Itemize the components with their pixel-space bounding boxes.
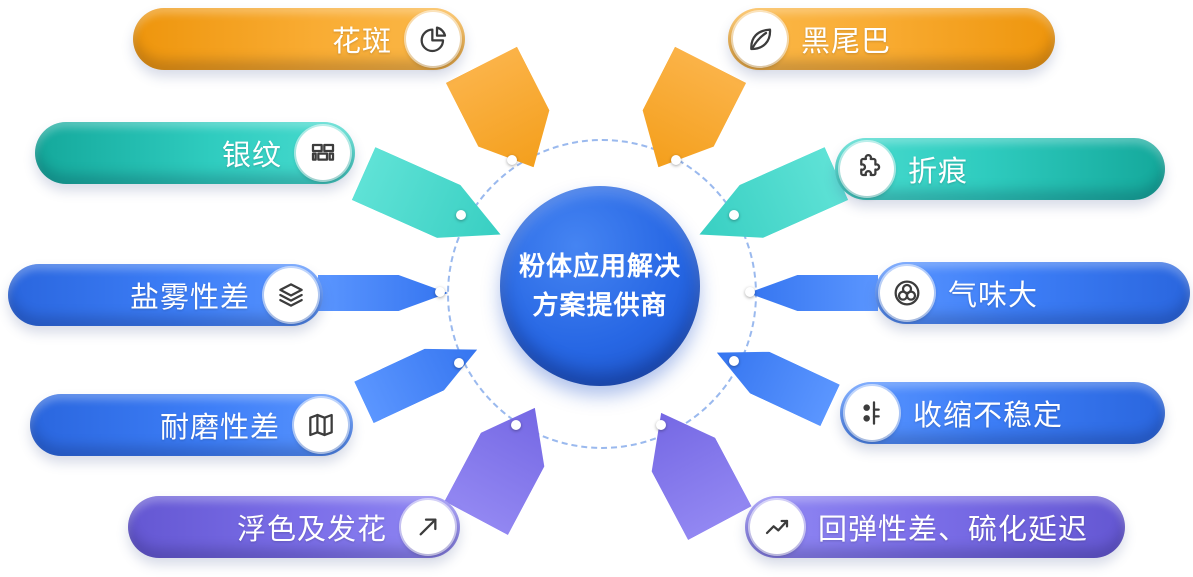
center-circle: 粉体应用解决 方案提供商	[500, 186, 700, 386]
orbit-dot	[729, 356, 739, 366]
pill-black-tail-label: 黑尾巴	[801, 26, 892, 58]
pill-color-float: 浮色及发花	[128, 496, 460, 558]
map-icon	[294, 398, 348, 452]
orbit-dot	[745, 287, 755, 297]
orbit-dot	[454, 358, 464, 368]
orbit-dot	[511, 420, 521, 430]
center-title-line1: 粉体应用解决	[518, 251, 681, 281]
pill-rebound: 回弹性差、硫化延迟	[745, 496, 1125, 558]
pill-shrinkage: 收缩不稳定	[840, 382, 1165, 444]
pill-crease: 折痕	[835, 138, 1165, 200]
arrow-from-salt-spray	[318, 275, 448, 311]
puzzle-icon	[840, 142, 894, 196]
orbit-dot	[507, 155, 517, 165]
orbit-dot	[729, 210, 739, 220]
layers-icon	[264, 268, 318, 322]
pill-salt-spray: 盐雾性差	[8, 264, 323, 326]
orbit-dot	[456, 210, 466, 220]
pill-mottle: 花斑	[133, 8, 465, 70]
pill-mottle-label: 花斑	[331, 26, 392, 58]
slider-icon	[845, 386, 899, 440]
rings-icon	[880, 266, 934, 320]
pill-color-float-label: 浮色及发花	[236, 514, 387, 546]
pill-rebound-label: 回弹性差、硫化延迟	[818, 514, 1089, 546]
bricks-icon	[296, 126, 350, 180]
pill-odor-label: 气味大	[948, 280, 1039, 312]
orbit-dot	[671, 155, 681, 165]
arrow-up-right-icon	[401, 500, 455, 554]
pill-wear: 耐磨性差	[30, 394, 353, 456]
pill-black-tail: 黑尾巴	[728, 8, 1055, 70]
pie-chart-icon	[406, 12, 460, 66]
pill-silver-streak-label: 银纹	[221, 140, 282, 172]
orbit-dot	[435, 287, 445, 297]
orbit-dot	[656, 420, 666, 430]
leaf-icon	[733, 12, 787, 66]
pill-salt-spray-label: 盐雾性差	[129, 282, 250, 314]
arrow-from-odor	[748, 275, 878, 311]
line-chart-icon	[750, 500, 804, 554]
pill-wear-label: 耐磨性差	[159, 412, 280, 444]
center-title-line2: 方案提供商	[532, 290, 668, 320]
pill-odor: 气味大	[875, 262, 1190, 324]
pill-shrinkage-label: 收缩不稳定	[913, 400, 1064, 432]
pill-silver-streak: 银纹	[35, 122, 355, 184]
pill-crease-label: 折痕	[908, 156, 969, 188]
